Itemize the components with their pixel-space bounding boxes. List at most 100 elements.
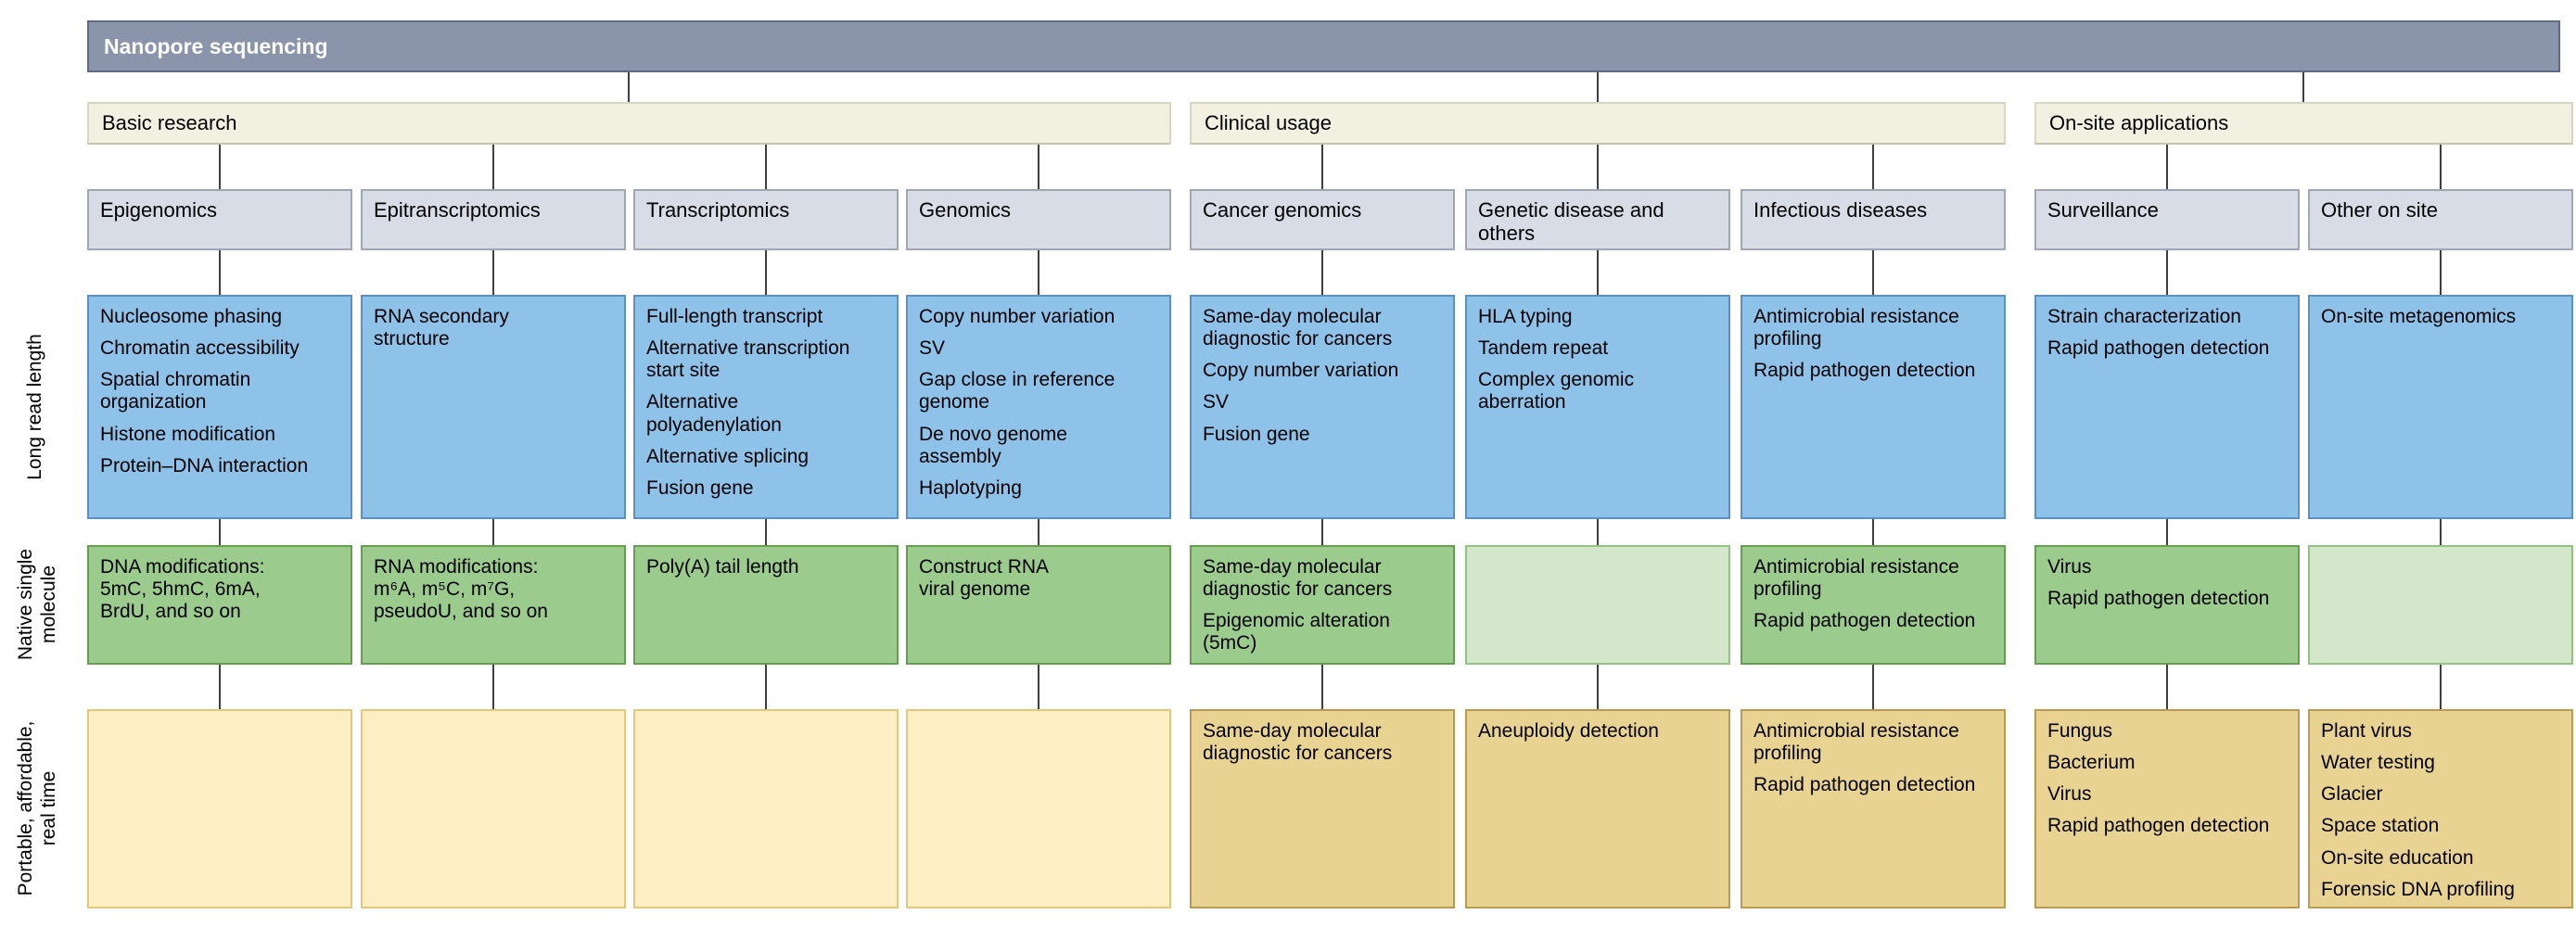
- application-item: Same-day molecular diagnostic for cancer…: [1203, 720, 1393, 765]
- native-box-transcriptomics: Poly(A) tail length: [633, 545, 899, 665]
- category-epitranscriptomics: Epitranscriptomics: [361, 189, 626, 250]
- connector-line: [1872, 519, 1874, 545]
- connector-line: [1321, 250, 1323, 295]
- application-item: Plant virus: [2321, 720, 2413, 742]
- portable-box-genomics-empty: [906, 709, 1171, 908]
- connector-line: [1321, 145, 1323, 189]
- row-label-long-read-length: Long read length: [24, 334, 46, 480]
- connector-line: [1872, 145, 1874, 189]
- connector-line: [1038, 519, 1039, 545]
- connector-line: [1872, 665, 1874, 709]
- application-item: Copy number variation: [919, 306, 1116, 327]
- application-item: De novo genome assembly: [919, 423, 1067, 467]
- application-item: Same-day molecular diagnostic for cancer…: [1203, 306, 1393, 350]
- connector-line: [1597, 519, 1599, 545]
- group-label: Basic research: [102, 111, 237, 134]
- connector-line: [1321, 519, 1323, 545]
- native-box-other-on-site-empty: [2308, 545, 2573, 665]
- portable-box-epitranscriptomics-empty: [361, 709, 626, 908]
- connector-line: [1038, 145, 1039, 189]
- category-infectious-diseases: Infectious diseases: [1741, 189, 2006, 250]
- application-item: Haplotyping: [919, 476, 1022, 499]
- application-item: Full-length transcript: [646, 306, 823, 327]
- portable-box-other-on-site: Plant virus Water testing Glacier Space …: [2308, 709, 2573, 908]
- connector-line: [1597, 72, 1599, 102]
- long-read-box-surveillance: Strain characterization Rapid pathogen d…: [2034, 295, 2300, 519]
- application-item: HLA typing: [1478, 306, 1573, 327]
- application-item: Same-day molecular diagnostic for cancer…: [1203, 556, 1393, 601]
- portable-box-cancer-genomics: Same-day molecular diagnostic for cancer…: [1190, 709, 1455, 908]
- connector-line: [2166, 145, 2168, 189]
- connector-line: [1038, 250, 1039, 295]
- connector-line: [2166, 250, 2168, 295]
- portable-box-epigenomics-empty: [87, 709, 352, 908]
- application-item: Spatial chromatin organization: [100, 369, 251, 413]
- connector-line: [219, 250, 221, 295]
- connector-line: [1321, 665, 1323, 709]
- diagram-title: Nanopore sequencing: [104, 33, 328, 58]
- application-item: Rapid pathogen detection: [2047, 337, 2270, 360]
- application-item: SV: [1203, 391, 1230, 413]
- row-label-native-single-molecule: Native single molecule: [14, 548, 59, 661]
- application-item: Bacterium: [2047, 752, 2136, 774]
- application-item: Copy number variation: [1203, 360, 1399, 382]
- portable-box-infectious-diseases: Antimicrobial resistance profiling Rapid…: [1741, 709, 2006, 908]
- long-read-box-epigenomics: Nucleosome phasing Chromatin accessibili…: [87, 295, 352, 519]
- application-item: Antimicrobial resistance profiling: [1753, 720, 1959, 765]
- connector-line: [492, 519, 494, 545]
- application-item: Alternative polyadenylation: [646, 391, 782, 436]
- connector-line: [492, 145, 494, 189]
- long-read-box-infectious-diseases: Antimicrobial resistance profiling Rapid…: [1741, 295, 2006, 519]
- category-other-on-site: Other on site: [2308, 189, 2573, 250]
- connector-line: [2440, 665, 2442, 709]
- connector-line: [1872, 250, 1874, 295]
- application-item: Rapid pathogen detection: [2047, 815, 2270, 837]
- application-item: Rapid pathogen detection: [1753, 610, 1976, 632]
- application-item: RNA secondary structure: [374, 306, 509, 350]
- long-read-box-transcriptomics: Full-length transcript Alternative trans…: [633, 295, 899, 519]
- connector-line: [2440, 145, 2442, 189]
- category-genomics: Genomics: [906, 189, 1171, 250]
- group-basic-research: Basic research: [87, 102, 1171, 145]
- native-box-cancer-genomics: Same-day molecular diagnostic for cancer…: [1190, 545, 1455, 665]
- group-label: On-site applications: [2049, 111, 2229, 134]
- connector-line: [765, 250, 767, 295]
- native-box-surveillance: Virus Rapid pathogen detection: [2034, 545, 2300, 665]
- connector-line: [219, 145, 221, 189]
- application-item: On-site education: [2321, 846, 2474, 869]
- application-item: Fungus: [2047, 720, 2113, 742]
- connector-line: [2440, 519, 2442, 545]
- application-item: Aneuploidy detection: [1478, 720, 1659, 742]
- native-box-epigenomics: DNA modifications: 5mC, 5hmC, 6mA, BrdU,…: [87, 545, 352, 665]
- application-item: SV: [919, 337, 946, 360]
- portable-box-surveillance: Fungus Bacterium Virus Rapid pathogen de…: [2034, 709, 2300, 908]
- category-genetic-disease: Genetic disease and others: [1465, 189, 1730, 250]
- connector-line: [219, 665, 221, 709]
- application-item: Strain characterization: [2047, 306, 2241, 327]
- application-item: Nucleosome phasing: [100, 306, 283, 327]
- connector-line: [628, 72, 630, 102]
- application-item: DNA modifications: 5mC, 5hmC, 6mA, BrdU,…: [100, 556, 265, 623]
- application-item: Rapid pathogen detection: [2047, 588, 2270, 610]
- connector-line: [765, 665, 767, 709]
- connector-line: [2302, 72, 2304, 102]
- native-box-genomics: Construct RNA viral genome: [906, 545, 1171, 665]
- portable-box-genetic-disease: Aneuploidy detection: [1465, 709, 1730, 908]
- connector-line: [1597, 250, 1599, 295]
- application-item: Complex genomic aberration: [1478, 369, 1635, 413]
- long-read-box-cancer-genomics: Same-day molecular diagnostic for cancer…: [1190, 295, 1455, 519]
- application-item: Forensic DNA profiling: [2321, 878, 2515, 900]
- application-item: Chromatin accessibility: [100, 337, 300, 360]
- application-item: Antimicrobial resistance profiling: [1753, 556, 1959, 601]
- native-box-epitranscriptomics: RNA modifications: m⁶A, m⁵C, m⁷G, pseudo…: [361, 545, 626, 665]
- category-transcriptomics: Transcriptomics: [633, 189, 899, 250]
- application-item: Protein–DNA interaction: [100, 454, 309, 476]
- connector-line: [2166, 665, 2168, 709]
- connector-line: [492, 665, 494, 709]
- application-item: Water testing: [2321, 752, 2435, 774]
- long-read-box-genomics: Copy number variation SV Gap close in re…: [906, 295, 1171, 519]
- group-label: Clinical usage: [1205, 111, 1332, 134]
- long-read-box-epitranscriptomics: RNA secondary structure: [361, 295, 626, 519]
- group-on-site-applications: On-site applications: [2034, 102, 2573, 145]
